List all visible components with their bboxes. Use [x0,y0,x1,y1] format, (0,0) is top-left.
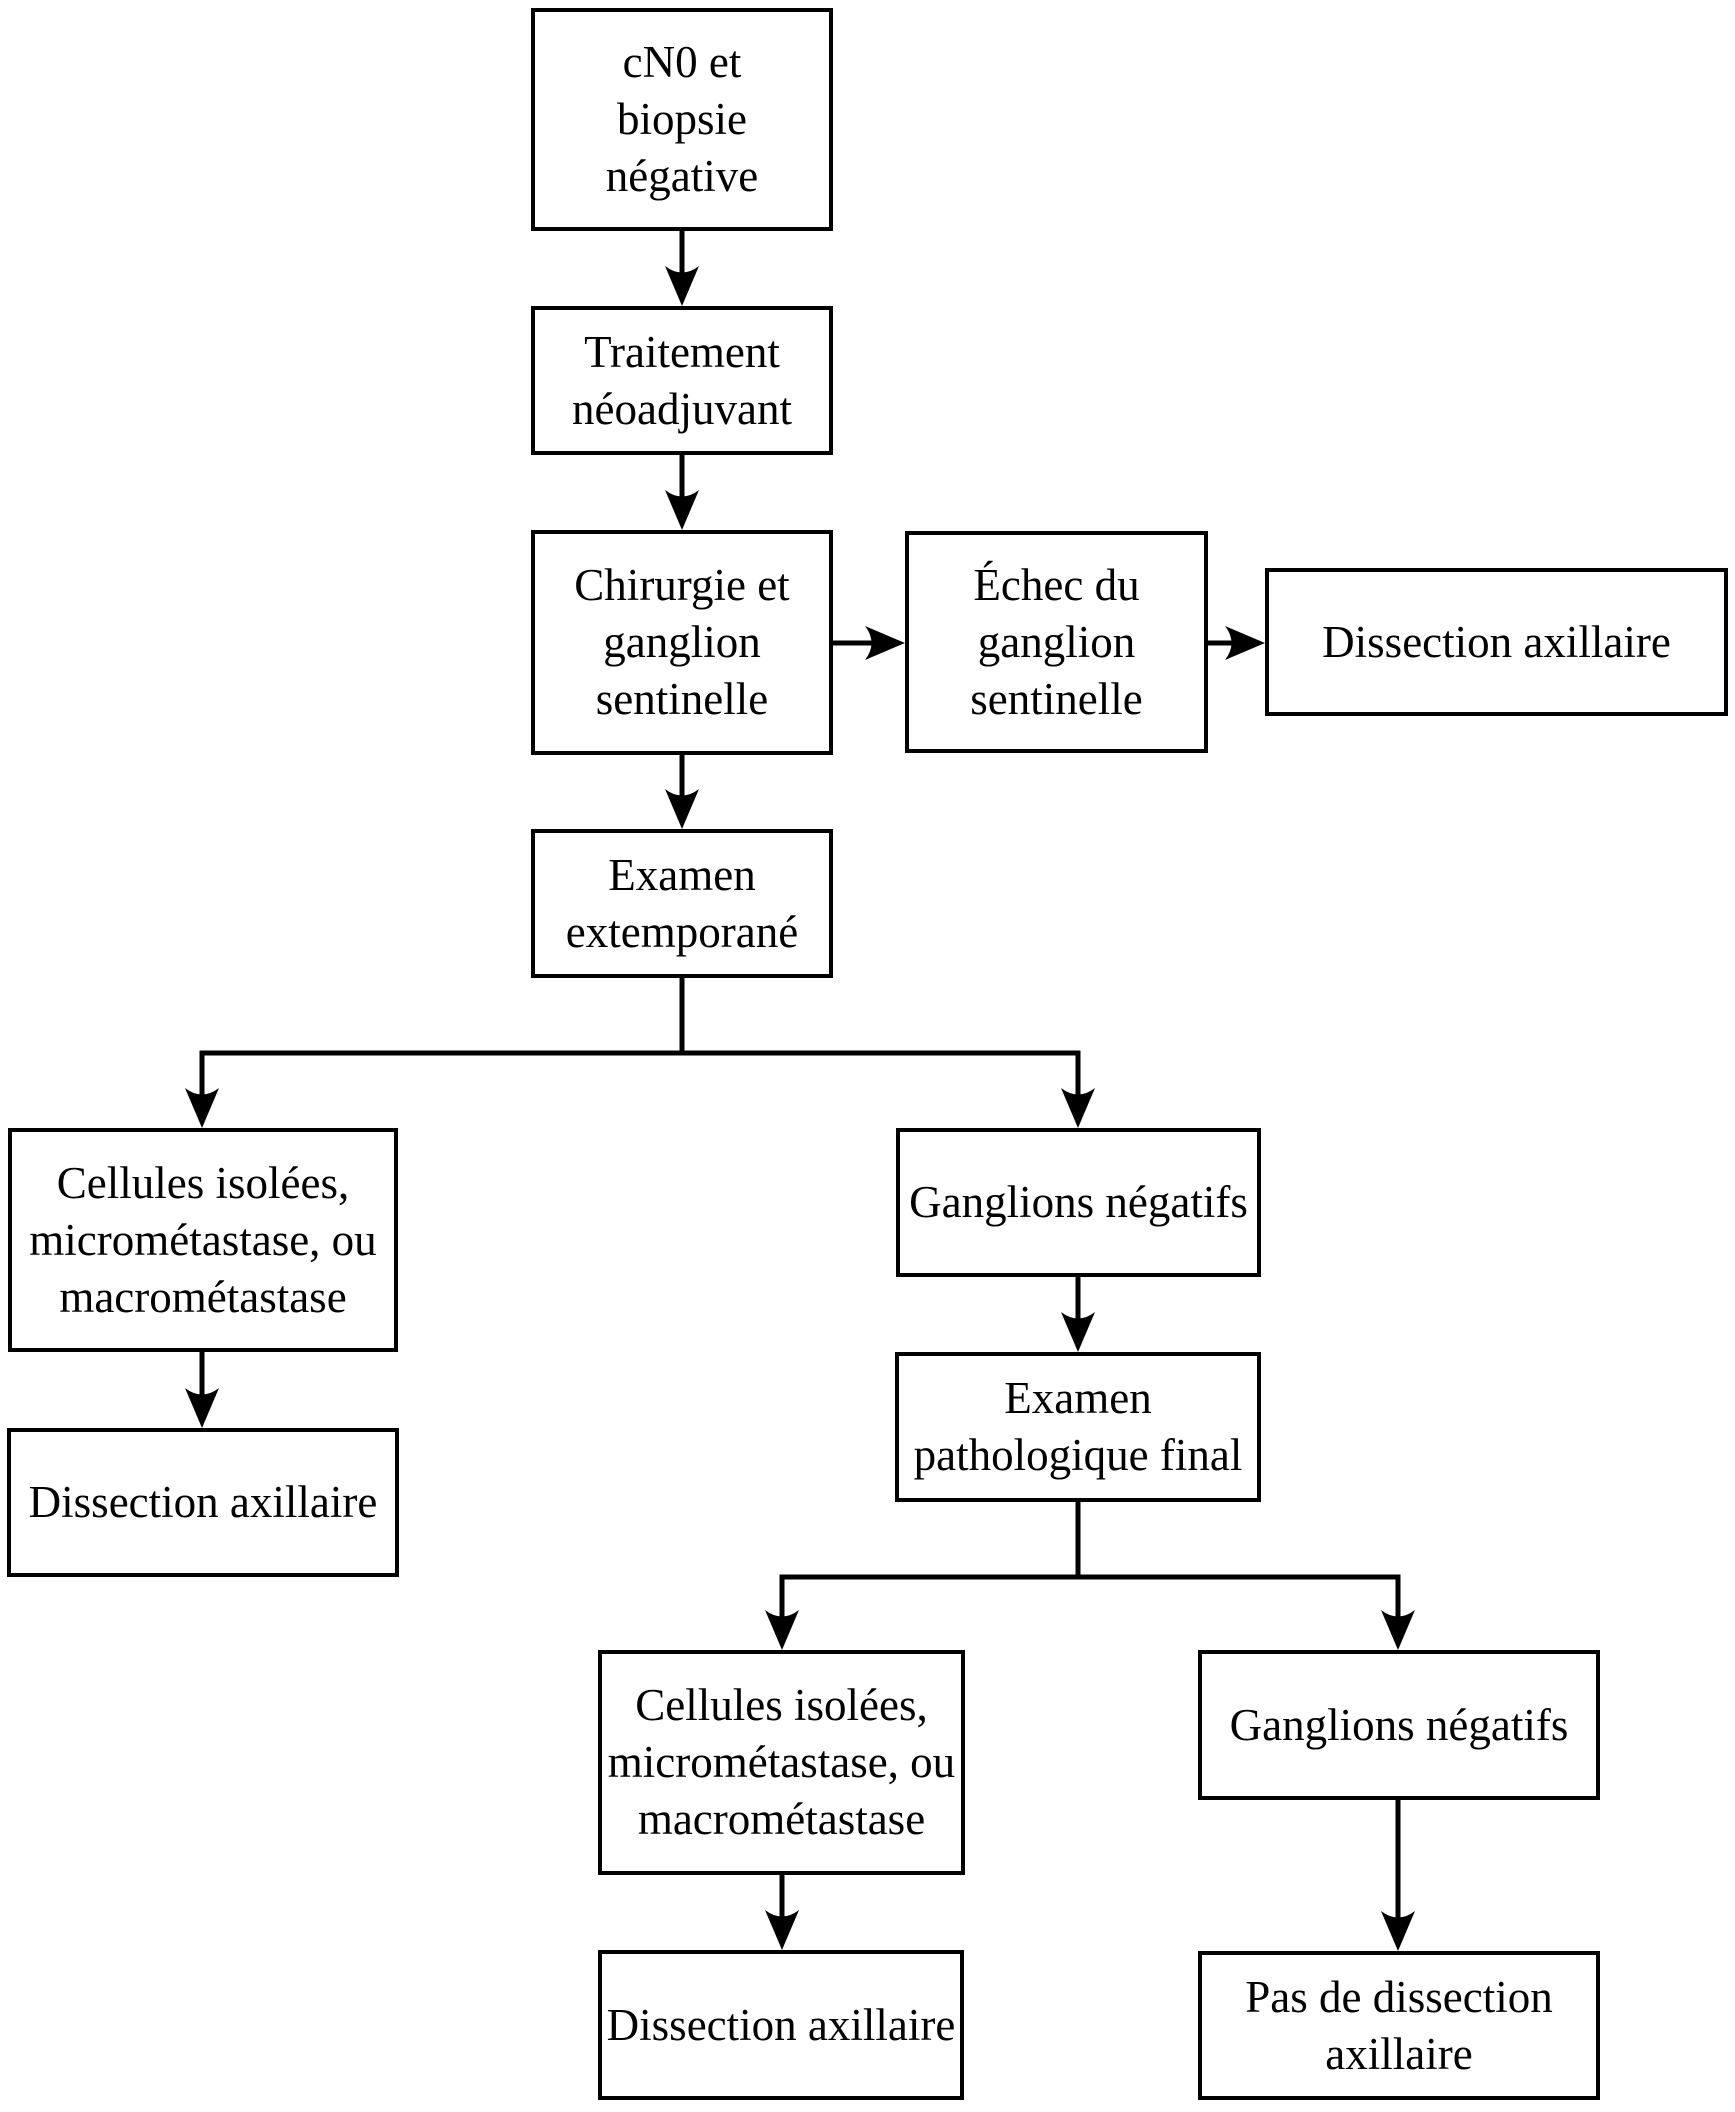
node-label: cN0 et biopsie négative [605,37,759,201]
node-label: Cellules isolées, micrométastase, ou mac… [29,1157,377,1322]
node-label: Pas de dissection axillaire [1245,1971,1553,2079]
arrow-traitement-to-chirurgie [665,450,699,530]
node-label: Dissection axillaire [28,1477,378,1527]
node-label: Dissection axillaire [606,1999,956,2050]
arrow-ganglions1-to-examen-pathologique [1061,1272,1095,1352]
node-cellules-isolees-2: Cellules isolées, micrométastase, ou mac… [598,1650,965,1875]
arrow-chirurgie-to-echec [829,626,905,660]
node-label: Examen extemporané [565,849,799,957]
node-echec-ganglion-sentinelle: Échec du ganglion sentinelle [905,531,1208,753]
node-chirurgie-ganglion-sentinelle: Chirurgie et ganglion sentinelle [531,530,833,755]
node-dissection-axillaire-bottom: Dissection axillaire [598,1950,964,2100]
node-traitement-neoadjuvant: Traitement néoadjuvant [531,306,833,455]
node-dissection-axillaire-top-right: Dissection axillaire [1265,568,1728,716]
node-label: Dissection axillaire [1322,616,1671,667]
node-cn0-biopsie-negative: cN0 et biopsie négative [531,8,833,231]
arrow-ganglions2-to-pas-de-dissection [1381,1795,1415,1951]
arrow-cn0-to-traitement [665,226,699,306]
arrow-chirurgie-to-examen-extemporane [665,750,699,829]
node-examen-pathologique-final: Examen pathologique final [895,1352,1261,1502]
connector-extemporane-branch [185,973,1095,1128]
node-examen-extemporane: Examen extemporané [531,829,833,978]
node-dissection-axillaire-left: Dissection axillaire [7,1428,399,1577]
arrow-cellules1-to-dissection-left [185,1347,219,1428]
node-ganglions-negatifs-1: Ganglions négatifs [896,1128,1261,1277]
node-cellules-isolees-1: Cellules isolées, micrométastase, ou mac… [8,1128,398,1352]
arrow-cellules2-to-dissection-bottom [765,1870,799,1950]
node-ganglions-negatifs-2: Ganglions négatifs [1198,1650,1600,1800]
node-label: Cellules isolées, micrométastase, ou mac… [607,1680,956,1844]
node-label: Chirurgie et ganglion sentinelle [574,560,790,724]
node-pas-de-dissection-axillaire: Pas de dissection axillaire [1198,1951,1600,2100]
node-label: Ganglions négatifs [1229,1699,1569,1750]
connector-pathologique-branch [765,1497,1415,1650]
node-label: Échec du ganglion sentinelle [970,559,1143,724]
node-label: Examen pathologique final [913,1373,1243,1480]
node-label: Ganglions négatifs [909,1177,1248,1227]
node-label: Traitement néoadjuvant [572,326,792,434]
arrow-echec-to-dissection-axillaire [1203,626,1265,660]
